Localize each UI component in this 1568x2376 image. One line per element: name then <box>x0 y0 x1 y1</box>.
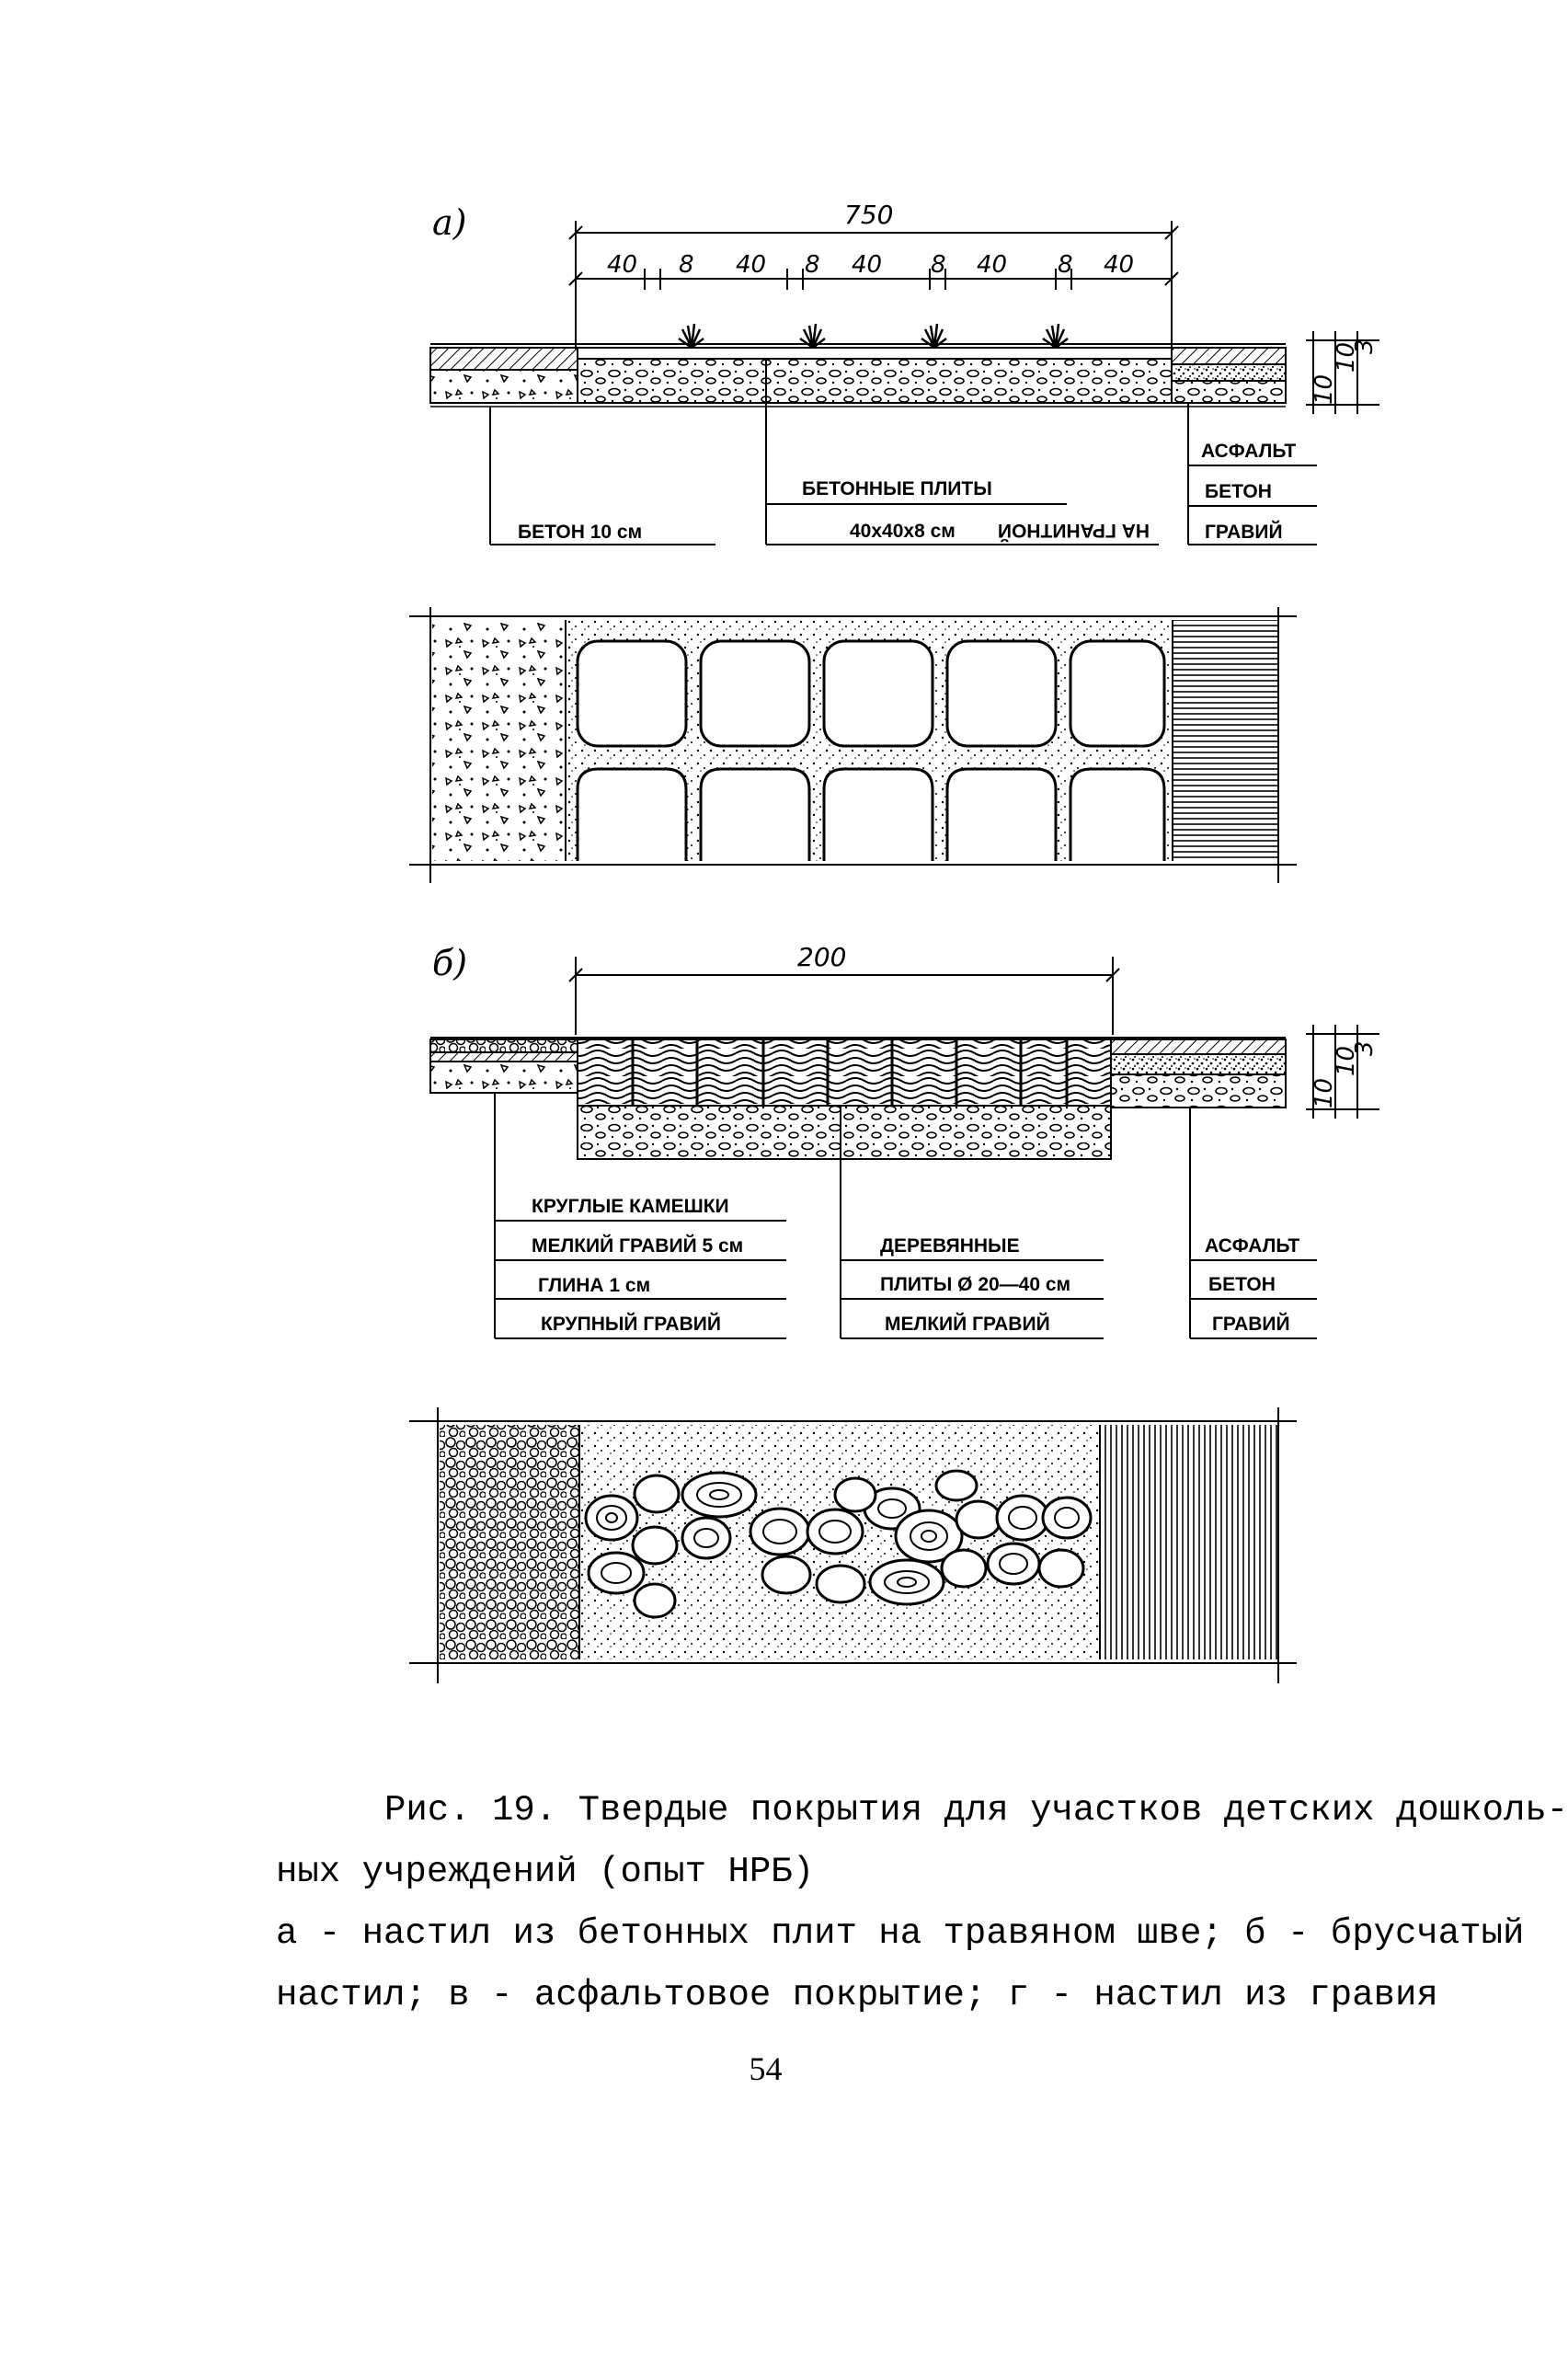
panel-a-thick-2: 10 <box>1333 342 1360 373</box>
panel-a-dim-seg-3: 40 <box>736 251 766 279</box>
panel-b-label-concrete: БЕТОН <box>1208 1274 1276 1295</box>
panel-a-label-slabs: БЕТОННЫЕ ПЛИТЫ <box>802 478 992 499</box>
panel-a-dim-seg-5: 40 <box>852 251 882 279</box>
panel-b-dim-200: 200 <box>797 942 846 972</box>
caption-line-1: Рис. 19. Твердые покрытия для участков д… <box>384 1790 1568 1831</box>
panel-b-label-small-gravel: МЕЛКИЙ ГРАВИЙ <box>885 1313 1050 1335</box>
panel-b-thick-2: 10 <box>1333 1046 1360 1076</box>
page-number: 54 <box>749 2050 783 2087</box>
caption-line-3: а - настил из бетонных плит на травяном … <box>276 1913 1525 1954</box>
panel-a-label-gravel: ГРАВИЙ <box>1205 521 1283 543</box>
panel-b-section: б) 200 <box>429 942 1379 1339</box>
panel-a-dim-seg-1: 40 <box>607 251 637 279</box>
panel-a-label-slab-size: 40х40х8 см <box>850 521 956 542</box>
panel-a-label-mirrored: НА ГРАНИТНОЙ <box>998 520 1150 542</box>
panel-a-label-concrete: БЕТОН <box>1205 481 1272 502</box>
panel-a-dim-750: 750 <box>844 200 893 230</box>
panel-b-label-plates: ПЛИТЫ Ø 20—40 см <box>880 1274 1070 1295</box>
panel-a-dim-seg-4: 8 <box>805 251 820 279</box>
caption-line-4: настил; в - асфальтовое покрытие; г - на… <box>276 1975 1438 2015</box>
panel-a-dimension-lines <box>575 221 1173 350</box>
panel-b-letter: б) <box>432 943 467 983</box>
panel-b-thick-3: 3 <box>1351 1040 1379 1056</box>
panel-b-label-fine-gravel: МЕЛКИЙ ГРАВИЙ 5 см <box>532 1234 743 1257</box>
panel-b-label-wooden: ДЕРЕВЯННЫЕ <box>880 1235 1020 1257</box>
panel-b-label-gravel: ГРАВИЙ <box>1212 1313 1290 1335</box>
panel-b-label-clay: ГЛИНА 1 см <box>538 1275 650 1296</box>
figure-caption: Рис. 19. Твердые покрытия для участков д… <box>276 1780 1568 2026</box>
panel-a-section: а) 750 40 8 40 8 40 8 40 8 40 <box>429 200 1379 545</box>
panel-b-label-pebbles: КРУГЛЫЕ КАМЕШКИ <box>532 1196 729 1217</box>
panel-a-dim-seg-8: 8 <box>1058 251 1073 279</box>
panel-a-thick-3: 3 <box>1351 339 1379 354</box>
panel-a-plan <box>409 607 1297 883</box>
panel-b-label-asphalt: АСФАЛЬТ <box>1205 1235 1299 1257</box>
caption-line-2: ных учреждений (опыт НРБ) <box>276 1852 815 1892</box>
panel-a-letter: а) <box>432 202 466 243</box>
panel-b-label-coarse-gravel: КРУПНЫЙ ГРАВИЙ <box>541 1313 721 1335</box>
panel-a-dim-seg-9: 40 <box>1104 251 1134 279</box>
figure-drawing: а) 750 40 8 40 8 40 8 40 8 40 <box>409 200 1379 1683</box>
panel-a-dim-seg-7: 40 <box>977 251 1007 279</box>
panel-a-label-asphalt: АСФАЛЬТ <box>1201 441 1296 462</box>
panel-b-thick-1: 10 <box>1310 1078 1338 1108</box>
panel-a-dim-seg-6: 8 <box>931 251 946 279</box>
panel-a-thick-1: 10 <box>1310 374 1338 405</box>
panel-a-label-beton: БЕТОН 10 см <box>518 522 642 543</box>
panel-a-dim-seg-2: 8 <box>679 251 694 279</box>
panel-b-plan <box>409 1407 1297 1683</box>
